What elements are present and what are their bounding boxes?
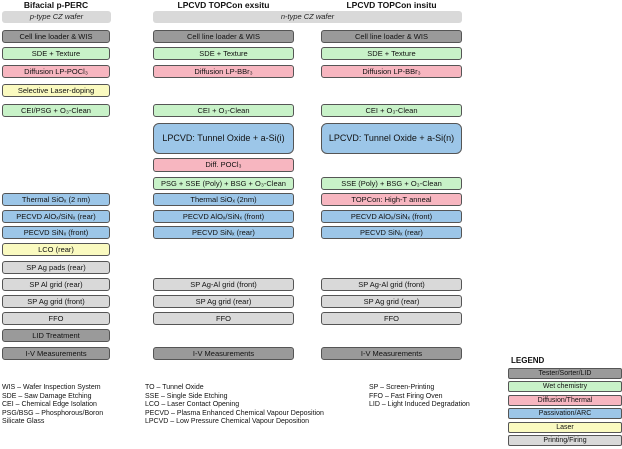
process-step: SDE + Texture — [153, 47, 294, 60]
process-step: LID Treatment — [2, 329, 110, 342]
abbreviation: Silicate Glass — [2, 418, 45, 426]
process-step: CEI/PSG + O₃-Clean — [2, 104, 110, 117]
process-step: I-V Measurements — [2, 347, 110, 360]
process-step: LPCVD: Tunnel Oxide + a-Si(n) — [321, 123, 462, 154]
legend-item: Tester/Sorter/LID — [508, 368, 622, 379]
process-step: CEI + O₃-Clean — [321, 104, 462, 117]
process-step: Cell line loader & WIS — [153, 30, 294, 43]
abbreviations-col2: TO – Tunnel Oxide SSE – Single Side Etch… — [145, 384, 324, 427]
column-header-topcon-insitu: LPCVD TOPCon insitu — [346, 0, 437, 10]
process-step: I-V Measurements — [153, 347, 294, 360]
process-step: LCO (rear) — [2, 243, 110, 256]
abbreviation: LPCVD – Low Pressure Chemical Vapour Dep… — [145, 418, 310, 426]
abbreviation: SSE – Single Side Etching — [145, 392, 228, 400]
abbreviation: CEI – Chemical Edge Isolation — [2, 401, 97, 409]
wafer-bar-n-type: n-type CZ wafer — [153, 11, 462, 23]
legend-item: Passivation/ARC — [508, 408, 622, 419]
abbreviation: FFO – Fast Firing Oven — [369, 392, 443, 400]
process-step: SP Ag grid (front) — [2, 295, 110, 308]
process-step: FFO — [2, 312, 110, 325]
process-step: SSE (Poly) + BSG + O₃-Clean — [321, 177, 462, 190]
process-step: CEI + O₃-Clean — [153, 104, 294, 117]
abbreviation: TO – Tunnel Oxide — [145, 384, 204, 391]
legend-item: Diffusion/Thermal — [508, 395, 622, 406]
process-step: Diffusion LP-BBr₃ — [153, 65, 294, 78]
abbreviation: LID – Light Induced Degradation — [369, 401, 470, 409]
process-step: SP Ag pads (rear) — [2, 261, 110, 274]
process-step: PECVD SiNₓ (rear) — [321, 226, 462, 239]
process-step: Thermal SiOₓ (2 nm) — [2, 193, 110, 206]
process-step: Cell line loader & WIS — [2, 30, 110, 43]
process-step: Thermal SiOₓ (2nm) — [153, 193, 294, 206]
process-step: Cell line loader & WIS — [321, 30, 462, 43]
abbreviation: PECVD – Plasma Enhanced Chemical Vapour … — [145, 409, 324, 417]
process-step: SP Al grid (rear) — [2, 278, 110, 291]
abbreviation: SP – Screen-Printing — [369, 384, 435, 391]
legend-item: Wet chemistry — [508, 381, 622, 392]
legend-item: Printing/Firing — [508, 435, 622, 446]
column-header-topcon-exsitu: LPCVD TOPCon exsitu — [177, 0, 270, 10]
process-step: PECVD SiNₓ (front) — [2, 226, 110, 239]
process-step: LPCVD: Tunnel Oxide + a-Si(i) — [153, 123, 294, 154]
process-step: SDE + Texture — [321, 47, 462, 60]
legend-title: LEGEND — [511, 356, 545, 365]
process-step: SP Ag grid (rear) — [153, 295, 294, 308]
abbreviation: SDE – Saw Damage Etching — [2, 392, 92, 400]
process-step: PECVD SiNₓ (rear) — [153, 226, 294, 239]
process-step: FFO — [321, 312, 462, 325]
abbreviation: PSG/BSG – Phosphorous/Boron — [2, 409, 104, 417]
process-step: SP Ag-Al grid (front) — [153, 278, 294, 291]
column-header-bifacial-perc: Bifacial p-PERC — [23, 0, 89, 10]
abbreviations-col3: SP – Screen-Printing FFO – Fast Firing O… — [369, 384, 470, 410]
process-step: Diffusion LP-POCl₃ — [2, 65, 110, 78]
process-step: I-V Measurements — [321, 347, 462, 360]
abbreviation: LCO – Laser Contact Opening — [145, 401, 240, 409]
process-step: SP Ag-Al grid (front) — [321, 278, 462, 291]
process-step: PSG + SSE (Poly) + BSG + O₃-Clean — [153, 177, 294, 190]
process-step: Selective Laser-doping — [2, 84, 110, 97]
abbreviations-col1: WIS – Wafer Inspection System SDE – Saw … — [2, 384, 103, 427]
abbreviation: WIS – Wafer Inspection System — [2, 384, 101, 391]
process-step: FFO — [153, 312, 294, 325]
process-step: TOPCon: High-T anneal — [321, 193, 462, 206]
process-step: SDE + Texture — [2, 47, 110, 60]
process-step: SP Ag grid (rear) — [321, 295, 462, 308]
process-step: Diffusion LP-BBr₃ — [321, 65, 462, 78]
wafer-bar-p-type: p-type CZ wafer — [2, 11, 111, 23]
process-step: Diff. POCl₃ — [153, 158, 294, 172]
process-step: PECVD AlOₓ/SiNₓ (front) — [153, 210, 294, 223]
process-step: PECVD AlOₓ/SiNₓ (rear) — [2, 210, 110, 223]
process-step: PECVD AlOₓ/SiNₓ (front) — [321, 210, 462, 223]
legend-item: Laser — [508, 422, 622, 433]
